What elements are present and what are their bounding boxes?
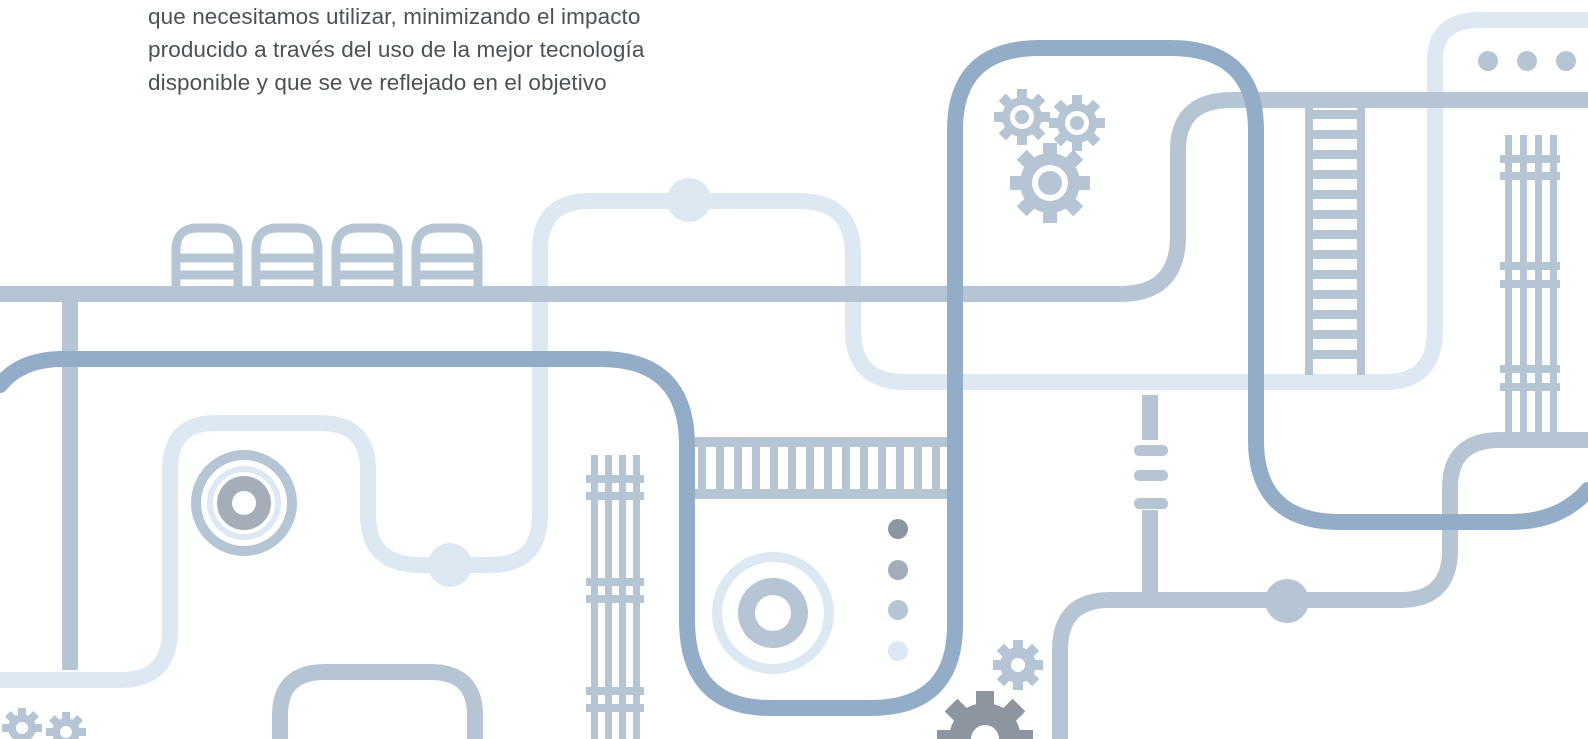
valve-icon (1134, 445, 1168, 509)
dial-left (191, 450, 297, 556)
scaffold-middle (586, 455, 644, 739)
status-dots (888, 519, 908, 661)
scaffold-right (1500, 135, 1560, 435)
intro-line-3: disponible y que se ve reflejado en el o… (148, 70, 607, 95)
intro-line-1: que necesitamos utilizar, minimizando el… (148, 4, 641, 29)
pipe-joint (1265, 579, 1309, 623)
indicator-dots (1478, 51, 1576, 71)
dial-center (712, 552, 834, 674)
tank-icon (171, 223, 483, 290)
pale-pipes (0, 12, 1588, 688)
pipe-joint (428, 543, 472, 587)
steel-pipes (0, 40, 1588, 716)
fence-panel (695, 437, 947, 499)
pipe-joint (667, 178, 711, 222)
intro-paragraph: que necesitamos utilizar, minimizando el… (148, 0, 768, 99)
intro-line-2: producido a través del uso de la mejor t… (148, 37, 645, 62)
gear-icon (994, 89, 1105, 223)
ladder-icon (1305, 100, 1365, 375)
